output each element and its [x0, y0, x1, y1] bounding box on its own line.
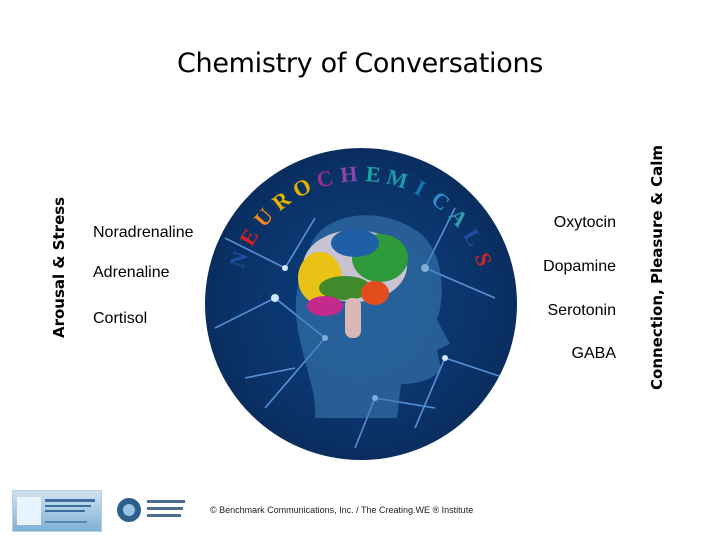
- arc-letter: O: [289, 173, 316, 203]
- arc-letter: R: [267, 185, 296, 215]
- arc-letter: E: [234, 225, 263, 250]
- chemical-cortisol: Cortisol: [93, 310, 148, 327]
- footer-copyright: © Benchmark Communications, Inc. / The C…: [210, 505, 474, 515]
- institute-logo: [12, 490, 102, 532]
- arc-letter: I: [411, 175, 430, 201]
- chemical-oxytocin: Oxytocin: [553, 214, 616, 231]
- arc-letter: A: [444, 203, 473, 232]
- arc-letter: N: [224, 248, 253, 272]
- chemical-noradrenaline: Noradrenaline: [93, 224, 194, 241]
- conversational-intelligence-logo: [115, 490, 190, 530]
- chemical-serotonin: Serotonin: [547, 302, 617, 319]
- arc-letter: S: [470, 249, 498, 269]
- chemical-adrenaline: Adrenaline: [93, 264, 170, 281]
- connection-calm-label: Connection, Pleasure & Calm: [648, 145, 666, 390]
- arc-letter: L: [459, 225, 488, 250]
- page-title: Chemistry of Conversations: [176, 48, 544, 79]
- ci-logo-graphic: [117, 498, 185, 522]
- arc-letter: E: [365, 161, 382, 187]
- arc-letter: C: [427, 186, 455, 215]
- arousal-stress-label: Arousal & Stress: [50, 196, 68, 338]
- arc-letter: M: [384, 164, 411, 194]
- institute-logo-graphic: [17, 497, 95, 525]
- arc-letter: U: [249, 203, 278, 232]
- arc-letter: C: [314, 165, 336, 193]
- chemical-dopamine: Dopamine: [543, 258, 616, 275]
- chemical-gaba: GABA: [571, 345, 616, 362]
- arc-letter: H: [339, 161, 358, 188]
